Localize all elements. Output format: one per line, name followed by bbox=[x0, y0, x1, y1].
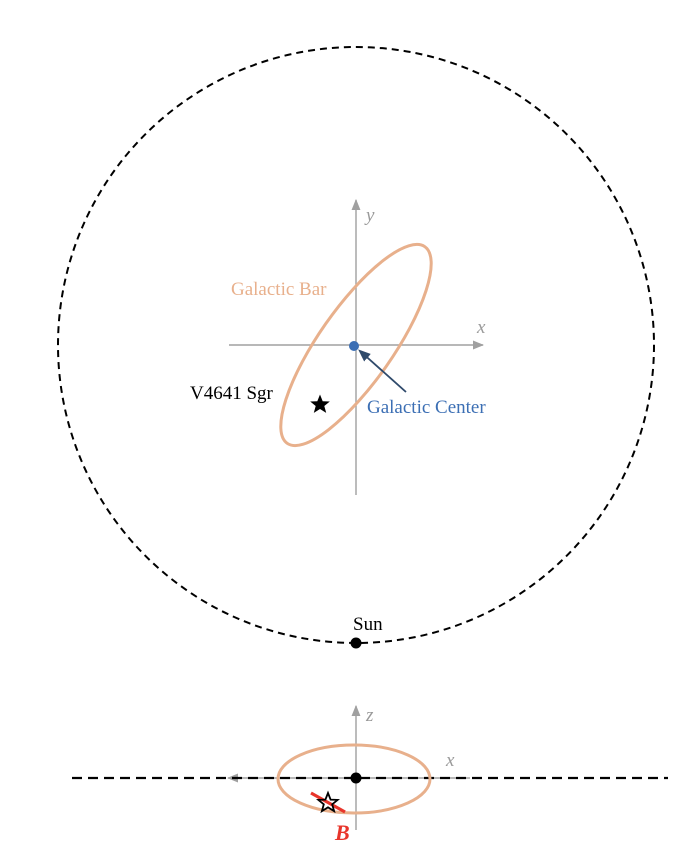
solar-orbit-circle bbox=[57, 46, 655, 644]
galactic-center-arrow bbox=[358, 349, 407, 393]
sun-dot bbox=[350, 637, 362, 649]
y-axis-label: y bbox=[364, 205, 375, 226]
sun-label: Sun bbox=[353, 614, 383, 635]
star-icon bbox=[310, 394, 330, 413]
galactic-bar-label: Galactic Bar bbox=[231, 279, 327, 300]
field-b-label: B bbox=[334, 820, 350, 845]
z-axis-label: z bbox=[365, 705, 374, 726]
galactic-center-side-dot bbox=[350, 772, 362, 784]
galactic-center-dot bbox=[349, 341, 359, 351]
x-axis-label-top: x bbox=[476, 317, 486, 338]
star-outline-icon bbox=[315, 790, 341, 814]
galactic-center-label: Galactic Center bbox=[367, 397, 486, 418]
v4641-label: V4641 Sgr bbox=[190, 383, 274, 404]
x-axis-label-bottom: x bbox=[445, 750, 455, 771]
galactic-bar-ellipse bbox=[279, 242, 433, 448]
magnetic-field-vector bbox=[310, 791, 346, 814]
galactic-bar-side-ellipse bbox=[276, 743, 432, 815]
